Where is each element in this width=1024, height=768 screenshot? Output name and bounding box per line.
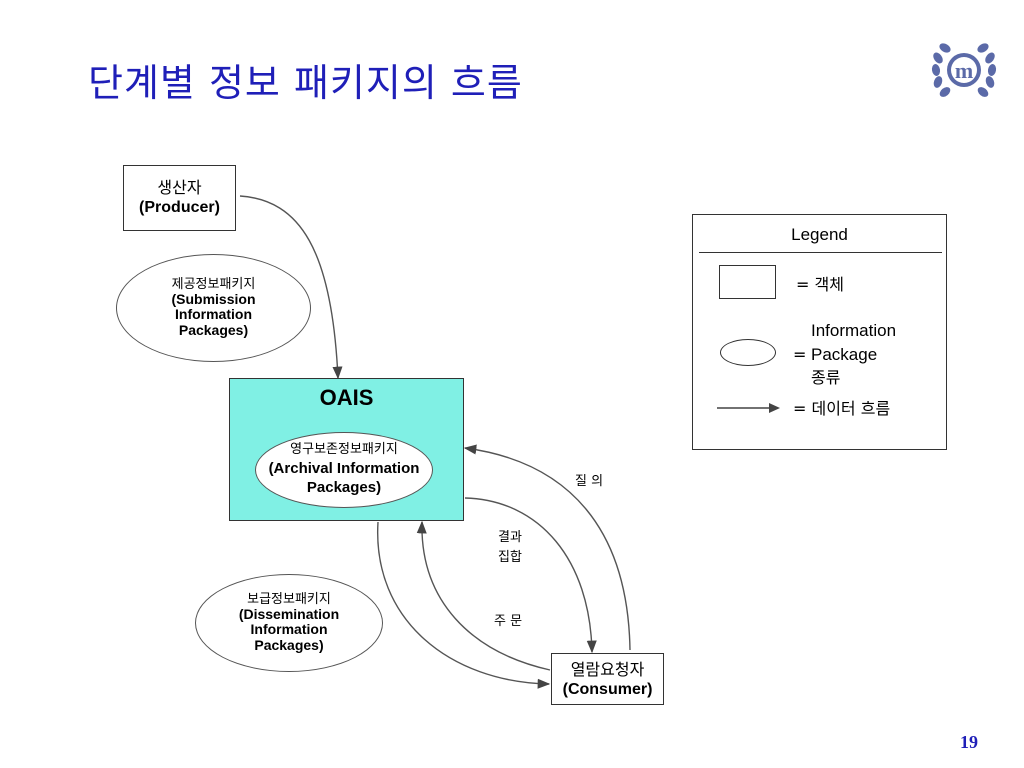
aip-korean-label: 영구보존정보패키지 bbox=[290, 442, 398, 458]
result-set-label-line-1: 결과 bbox=[498, 530, 522, 545]
sip-english-line-3: Packages) bbox=[178, 321, 249, 338]
legend-package-line-2: Package bbox=[811, 344, 878, 364]
consumer-english-label: (Consumer) bbox=[562, 681, 653, 698]
logo-text: m bbox=[955, 58, 973, 83]
sip-korean-label: 제공정보패키지 bbox=[171, 277, 256, 293]
dip-english-line-3: Packages) bbox=[254, 636, 324, 653]
result-set-label-line-2: 집합 bbox=[498, 549, 522, 565]
page-number: 19 bbox=[960, 732, 978, 752]
dissemination-package-ellipse: 보급정보패키지 (Dissemination Information Packa… bbox=[195, 574, 383, 672]
legend-flow-arrow-icon bbox=[717, 403, 780, 413]
legend-box: Legend = 객체 = Information Package 종류 = 데… bbox=[692, 214, 947, 450]
submission-package-ellipse: 제공정보패키지 (Submission Information Packages… bbox=[116, 254, 311, 362]
archival-package-ellipse: 영구보존정보패키지 (Archival Information Packages… bbox=[255, 432, 433, 508]
legend-flow-label: = 데이터 흐름 bbox=[793, 399, 891, 418]
legend-package-line-3: 종류 bbox=[811, 367, 841, 387]
legend-package-swatch bbox=[720, 339, 776, 366]
oais-to-consumer-arrow bbox=[377, 521, 551, 689]
dip-english-line-2: Information bbox=[250, 621, 328, 638]
aip-english-line-1: (Archival Information bbox=[268, 459, 420, 477]
consumer-korean-label: 열람요청자 bbox=[570, 660, 645, 679]
producer-to-oais-arrow bbox=[239, 195, 343, 380]
order-label: 주 문 bbox=[494, 614, 523, 629]
query-label: 질 의 bbox=[575, 474, 604, 489]
result-set-arrow bbox=[464, 497, 597, 654]
organization-logo: m bbox=[931, 43, 997, 97]
sip-english-line-1: (Submission bbox=[171, 291, 256, 308]
aip-english-line-2: Packages) bbox=[306, 479, 382, 497]
producer-box: 생산자 (Producer) bbox=[123, 165, 236, 231]
result-set-label: 결과 집합 bbox=[498, 528, 522, 567]
query-arrow bbox=[463, 444, 631, 651]
sip-english-line-2: Information bbox=[175, 306, 252, 323]
legend-title: Legend bbox=[791, 225, 848, 244]
legend-package-equals: = bbox=[793, 345, 807, 364]
legend-object-label: = 객체 bbox=[796, 275, 844, 294]
page-title: 단계별 정보 패키지의 흐름 bbox=[88, 61, 523, 105]
dip-english-line-1: (Dissemination bbox=[238, 606, 340, 623]
legend-package-line-1: Information bbox=[811, 321, 897, 340]
producer-english-label: (Producer) bbox=[139, 199, 220, 216]
order-arrow bbox=[416, 520, 551, 671]
oais-title: OAIS bbox=[319, 385, 374, 410]
consumer-box: 열람요청자 (Consumer) bbox=[551, 653, 664, 705]
dip-korean-label: 보급정보패키지 bbox=[247, 592, 331, 608]
legend-divider bbox=[699, 252, 942, 253]
legend-object-swatch bbox=[719, 265, 776, 299]
legend-package-label: Information Package 종류 bbox=[811, 319, 896, 389]
producer-korean-label: 생산자 bbox=[157, 178, 202, 197]
